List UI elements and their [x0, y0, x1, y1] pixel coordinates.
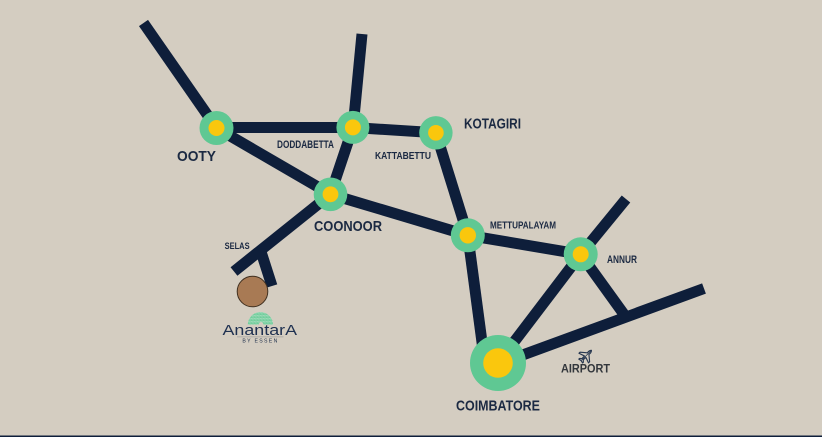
svg-text:KOTAGIRI: KOTAGIRI — [464, 116, 521, 133]
svg-text:AnantarA: AnantarA — [223, 322, 298, 339]
svg-text:DODDABETTA: DODDABETTA — [277, 139, 334, 151]
svg-text:KATTABETTU: KATTABETTU — [375, 150, 431, 162]
svg-text:METTUPALAYAM: METTUPALAYAM — [490, 220, 556, 232]
svg-text:COONOOR: COONOOR — [314, 218, 382, 235]
svg-text:OOTY: OOTY — [177, 148, 216, 165]
svg-text:SELAS: SELAS — [225, 241, 250, 251]
svg-text:AIRPORT: AIRPORT — [561, 364, 610, 376]
svg-text:BY ESSEN: BY ESSEN — [242, 339, 278, 345]
svg-text:ANNUR: ANNUR — [607, 254, 637, 266]
svg-text:COIMBATORE: COIMBATORE — [456, 398, 540, 415]
